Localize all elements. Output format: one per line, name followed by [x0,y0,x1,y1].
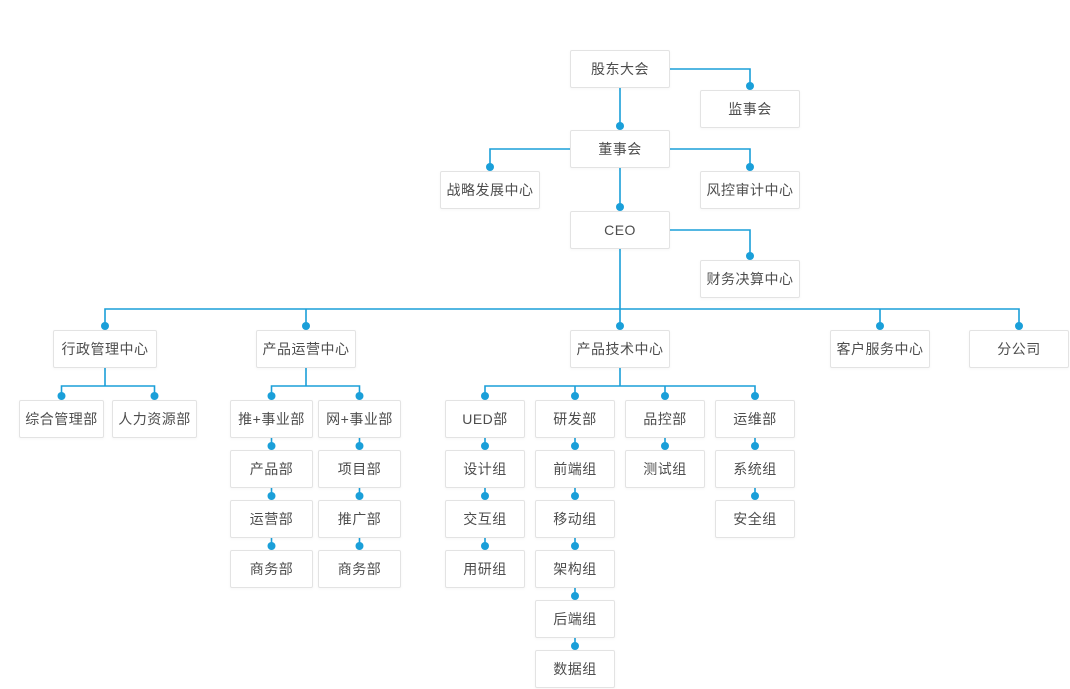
org-node-mobile-group: 移动组 [535,500,615,538]
connector-ceo-finance [670,229,751,256]
org-node-project-dept: 项目部 [318,450,401,488]
org-node-finance-center: 财务决算中心 [700,260,800,298]
org-node-frontend-group: 前端组 [535,450,615,488]
connector-product-tech-bar [484,385,756,396]
connector-centers-bar [104,308,1020,326]
org-node-promotion-dept: 推广部 [318,500,401,538]
org-node-qc-dept: 品控部 [625,400,705,438]
org-node-strategy-center: 战略发展中心 [440,171,540,209]
org-node-rd-dept: 研发部 [535,400,615,438]
org-node-business-dept-2: 商务部 [318,550,401,588]
org-node-shareholders-meeting: 股东大会 [570,50,670,88]
org-node-general-admin-dept: 综合管理部 [19,400,104,438]
org-node-product-dept: 产品部 [230,450,313,488]
org-node-ued-dept: UED部 [445,400,525,438]
org-node-interaction-group: 交互组 [445,500,525,538]
org-node-board-of-directors: 董事会 [570,130,670,168]
org-node-maintenance-dept: 运维部 [715,400,795,438]
org-node-hr-dept: 人力资源部 [112,400,197,438]
connector-admin-bar [60,385,156,396]
connector-board-strategy [489,148,570,167]
connector-shareholders-supervisory [670,68,751,86]
org-node-user-research-group: 用研组 [445,550,525,588]
org-node-data-group: 数据组 [535,650,615,688]
org-node-architecture-group: 架构组 [535,550,615,588]
connector-product-ops-bar [270,385,361,396]
org-node-product-ops-center: 产品运营中心 [256,330,356,368]
org-node-ceo: CEO [570,211,670,249]
org-node-customer-service-center: 客户服务中心 [830,330,930,368]
org-node-branch-company: 分公司 [969,330,1069,368]
org-node-admin-center: 行政管理中心 [53,330,157,368]
org-node-product-tech-center: 产品技术中心 [570,330,670,368]
org-node-design-group: 设计组 [445,450,525,488]
org-node-operations-dept: 运营部 [230,500,313,538]
org-node-security-group: 安全组 [715,500,795,538]
org-node-backend-group: 后端组 [535,600,615,638]
org-node-tui-division: 推+事业部 [230,400,313,438]
junction-dots [57,82,1023,650]
org-node-wang-division: 网+事业部 [318,400,401,438]
org-node-risk-audit-center: 风控审计中心 [700,171,800,209]
org-node-supervisory-board: 监事会 [700,90,800,128]
connector-board-risk-audit [670,148,751,167]
org-node-business-dept-1: 商务部 [230,550,313,588]
org-node-system-group: 系统组 [715,450,795,488]
org-node-testing-group: 测试组 [625,450,705,488]
